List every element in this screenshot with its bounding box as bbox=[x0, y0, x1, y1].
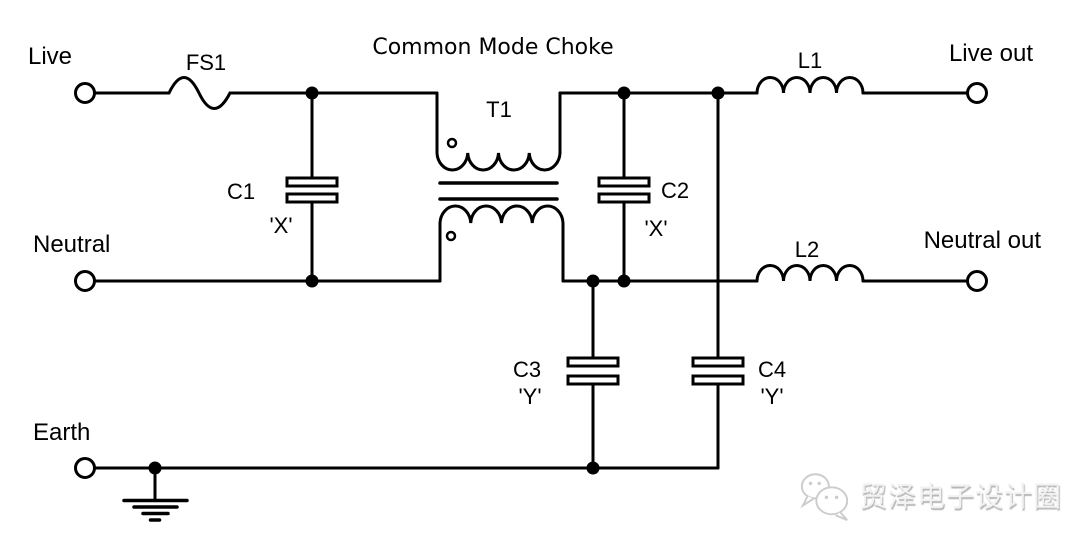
fuse-label: FS1 bbox=[186, 50, 226, 75]
earth-label: Earth bbox=[33, 419, 90, 446]
neutral-label: Neutral bbox=[33, 231, 110, 258]
junction-dot bbox=[617, 86, 631, 100]
junction-dot bbox=[305, 86, 319, 100]
c1-label: C1 bbox=[227, 179, 255, 204]
c4-capacitor-symbol bbox=[691, 356, 745, 386]
junction-dots bbox=[148, 86, 725, 475]
junction-dot bbox=[148, 461, 162, 475]
transformer-label: T1 bbox=[486, 97, 512, 122]
earth-terminal bbox=[74, 457, 96, 479]
live-label: Live bbox=[28, 43, 72, 70]
c3-class-label: 'Y' bbox=[518, 384, 541, 409]
capacitor-plates bbox=[285, 176, 745, 386]
t1-primary-winding bbox=[435, 91, 562, 172]
c1-capacitor-symbol bbox=[285, 176, 339, 204]
c2-capacitor-symbol bbox=[597, 176, 651, 204]
c3-label: C3 bbox=[513, 357, 541, 382]
c4-label: C4 bbox=[758, 357, 786, 382]
junction-dot bbox=[711, 86, 725, 100]
inductor-l2-symbol bbox=[755, 264, 865, 283]
watermark: 贸泽电子设计圈 bbox=[796, 468, 1062, 522]
wires bbox=[93, 76, 969, 522]
fuse-symbol bbox=[167, 76, 232, 110]
t1-secondary-winding bbox=[438, 204, 565, 283]
live-out-label: Live out bbox=[949, 40, 1033, 67]
junction-dot bbox=[586, 461, 600, 475]
c1-class-label: 'X' bbox=[269, 213, 292, 238]
ground-symbol bbox=[122, 498, 189, 522]
inductor-l1-symbol bbox=[755, 76, 865, 95]
c3-capacitor-symbol bbox=[566, 356, 620, 386]
l2-label: L2 bbox=[795, 237, 819, 262]
junction-dot bbox=[586, 274, 600, 288]
junction-dot bbox=[617, 274, 631, 288]
t1-secondary-phase-dot bbox=[445, 230, 457, 242]
diagram-title: Common Mode Choke bbox=[372, 35, 613, 60]
phase-dots bbox=[445, 137, 458, 242]
junction-dot bbox=[305, 274, 319, 288]
c2-label: C2 bbox=[661, 178, 689, 203]
t1-primary-phase-dot bbox=[446, 137, 458, 149]
neutral-in-terminal bbox=[74, 270, 96, 292]
c2-class-label: 'X' bbox=[644, 216, 667, 241]
live-in-terminal bbox=[74, 82, 96, 104]
l1-label: L1 bbox=[798, 48, 822, 73]
terminals bbox=[74, 82, 988, 479]
neutral-out-terminal bbox=[966, 270, 988, 292]
wechat-icon bbox=[800, 473, 849, 521]
live-out-terminal bbox=[966, 82, 988, 104]
neutral-out-label: Neutral out bbox=[924, 227, 1042, 254]
c4-class-label: 'Y' bbox=[760, 384, 783, 409]
watermark-text: 贸泽电子设计圈 bbox=[859, 480, 1063, 513]
